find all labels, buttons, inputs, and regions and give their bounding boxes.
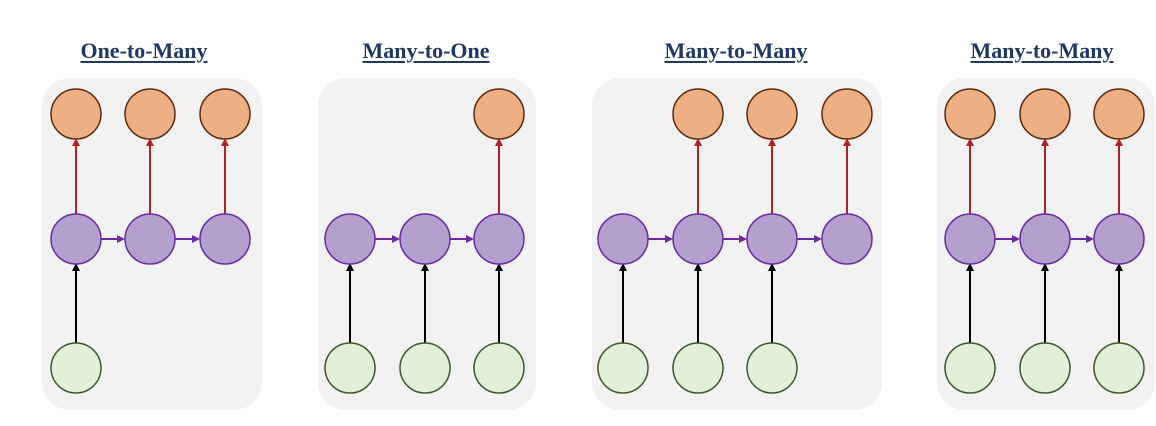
input-node — [672, 342, 724, 394]
hidden-node — [473, 213, 525, 265]
hidden-node — [399, 213, 451, 265]
output-node — [746, 88, 798, 140]
input-node — [50, 342, 102, 394]
input-node — [324, 342, 376, 394]
hidden-node — [597, 213, 649, 265]
hidden-node — [1093, 213, 1145, 265]
output-node — [821, 88, 873, 140]
hidden-node — [199, 213, 251, 265]
output-node — [473, 88, 525, 140]
output-node — [944, 88, 996, 140]
input-node — [944, 342, 996, 394]
input-node — [746, 342, 798, 394]
output-node — [1019, 88, 1071, 140]
hidden-node — [746, 213, 798, 265]
hidden-node — [50, 213, 102, 265]
hidden-node — [944, 213, 996, 265]
hidden-node — [1019, 213, 1071, 265]
hidden-node — [324, 213, 376, 265]
panel-title-one-to-many: One-to-Many — [80, 38, 208, 63]
group-many-to-many-1 — [597, 88, 873, 394]
hidden-node — [124, 213, 176, 265]
output-node — [672, 88, 724, 140]
input-node — [399, 342, 451, 394]
hidden-node — [672, 213, 724, 265]
output-node — [199, 88, 251, 140]
input-node — [597, 342, 649, 394]
panel-title-many-to-many-2: Many-to-Many — [970, 38, 1114, 63]
panel-many-to-many-1 — [592, 78, 882, 410]
panel-title-many-to-one: Many-to-One — [362, 38, 490, 63]
input-node — [473, 342, 525, 394]
group-many-to-many-2 — [944, 88, 1145, 394]
group-many-to-one — [324, 88, 525, 394]
output-node — [1093, 88, 1145, 140]
output-node — [124, 88, 176, 140]
panel-title-many-to-many-1: Many-to-Many — [664, 38, 808, 63]
input-node — [1019, 342, 1071, 394]
group-one-to-many — [50, 88, 251, 394]
hidden-node — [821, 213, 873, 265]
output-node — [50, 88, 102, 140]
input-node — [1093, 342, 1145, 394]
